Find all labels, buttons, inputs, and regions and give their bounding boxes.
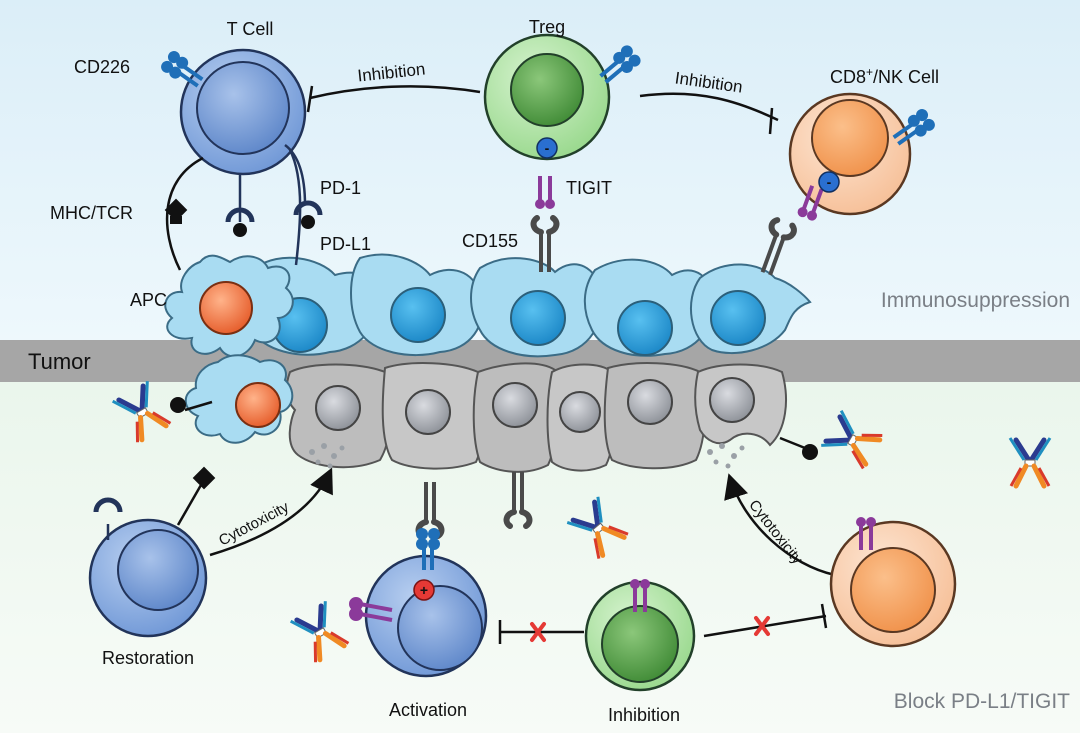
plus-sign-activation: + <box>420 582 428 598</box>
t-cell-activation <box>364 554 488 678</box>
minus-signal-treg <box>536 137 558 159</box>
label-cd8-nk: CD8+/NK Cell <box>830 65 939 87</box>
treg-cell-top <box>483 33 611 161</box>
blocked-inhibition-left <box>498 620 584 644</box>
minus-sign-cd8: - <box>827 174 832 190</box>
label-t-cell: T Cell <box>227 19 274 39</box>
blocked-x-right <box>754 616 770 636</box>
label-pdl1: PD-L1 <box>320 234 371 254</box>
label-cd155: CD155 <box>462 231 518 251</box>
pd1-pdl1-connector-left <box>225 207 255 237</box>
inhibition-arrow-left <box>306 85 481 113</box>
label-block-pd-l1-tigit: Block PD-L1/TIGIT <box>894 690 1070 713</box>
inhibition-arrow-right <box>639 92 779 135</box>
label-apc: APC <box>130 290 167 310</box>
label-restoration: Restoration <box>102 648 194 668</box>
label-cd226: CD226 <box>74 57 130 77</box>
cd8-nk-cell-bottom <box>829 520 957 648</box>
minus-signal-cd8 <box>818 171 840 193</box>
label-immunosuppression: Immunosuppression <box>881 289 1070 312</box>
cytotoxicity-arrow-left <box>209 467 333 557</box>
minus-sign-treg: - <box>545 140 550 156</box>
label-tumor: Tumor <box>28 349 91 374</box>
blocked-x-left <box>530 622 546 642</box>
label-treg: Treg <box>529 17 565 37</box>
treg-cell-bottom <box>584 580 696 692</box>
cytotoxic-debris-right <box>707 443 745 469</box>
cytotoxic-debris-left <box>309 443 345 469</box>
t-cell-restoration <box>88 518 208 638</box>
blue-tumor-cells <box>240 253 812 358</box>
label-activation: Activation <box>389 700 467 720</box>
pd1-pdl1-connector-right <box>293 200 323 229</box>
apc-cell-top <box>164 254 294 358</box>
label-mhc-tcr: MHC/TCR <box>50 203 133 223</box>
t-cell-top <box>179 48 307 176</box>
label-tigit: TIGIT <box>566 178 612 198</box>
tigit-receptor-activation <box>349 597 393 622</box>
apc-cell-bottom <box>184 354 294 444</box>
grey-tumor-cells <box>285 362 787 473</box>
label-inhibition-bottom: Inhibition <box>608 705 680 725</box>
label-pd1: PD-1 <box>320 178 361 198</box>
pdl1-blocked-connector-right <box>779 436 818 460</box>
cytotoxicity-arrow-right <box>724 473 836 577</box>
blocked-inhibition-right <box>703 603 828 638</box>
plus-signal-activation <box>413 579 435 601</box>
